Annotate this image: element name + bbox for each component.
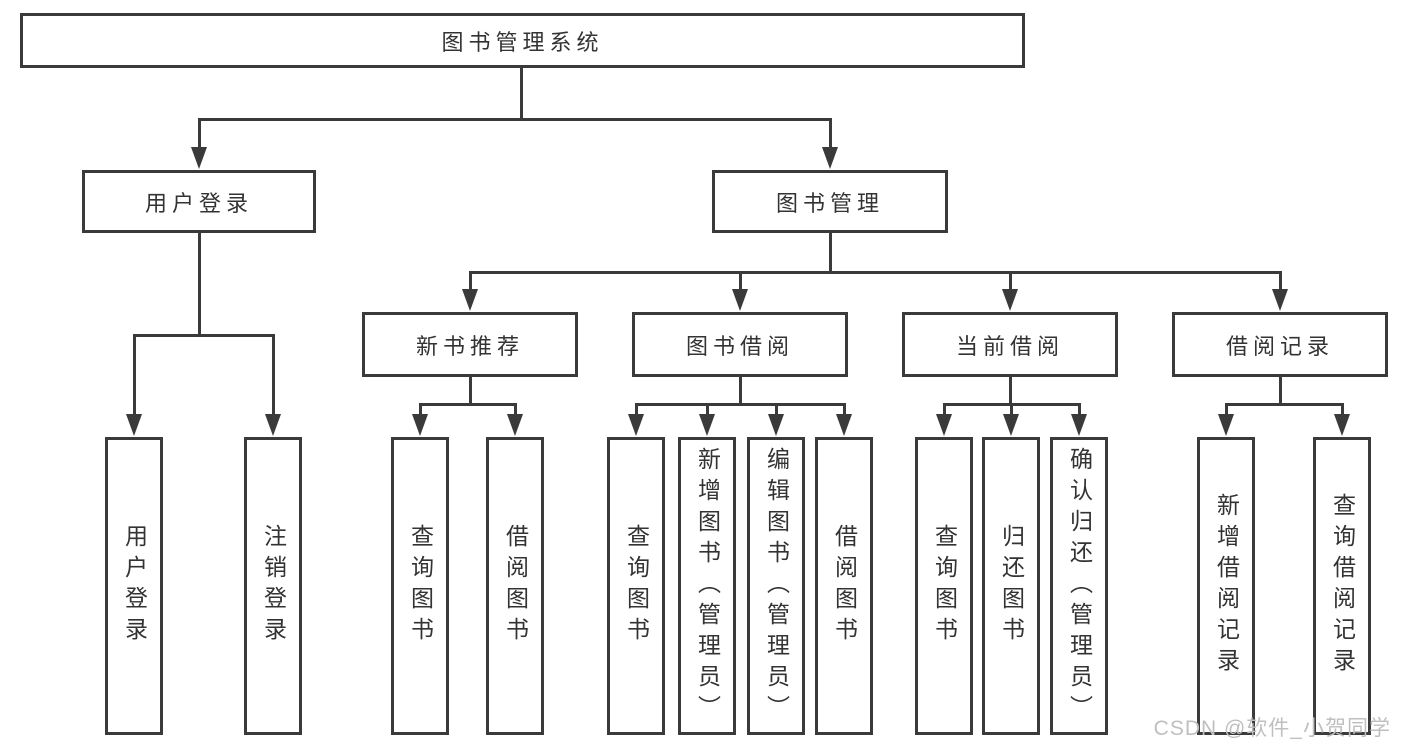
leaf-add-books-admin: 新增图书（管理员） — [678, 437, 736, 735]
arrowhead-icon — [1003, 414, 1019, 436]
arrowhead-icon — [462, 289, 478, 311]
connector-line — [738, 271, 742, 296]
node-label: 查询图书 — [407, 524, 434, 648]
leaf-edit-books-admin: 编辑图书（管理员） — [747, 437, 805, 735]
arrowhead-icon — [265, 414, 281, 436]
node-label: 归还图书 — [998, 524, 1025, 648]
arrowhead-icon — [936, 414, 952, 436]
arrowhead-icon — [1218, 414, 1234, 436]
leaf-query-borrow-record: 查询借阅记录 — [1313, 437, 1371, 735]
connector-line — [705, 403, 709, 421]
leaf-logout: 注销登录 — [244, 437, 302, 735]
connector-line — [1008, 271, 1012, 296]
leaf-borrow-books: 借阅图书 — [815, 437, 873, 735]
node-label: 注销登录 — [260, 524, 287, 648]
leaf-query-books-borrowing: 查询图书 — [607, 437, 665, 735]
node-label: 新书推荐 — [415, 333, 524, 359]
node-label: 查询图书 — [623, 524, 650, 648]
arrowhead-icon — [836, 414, 852, 436]
connector-line — [418, 403, 517, 406]
node-label: 用户登录 — [121, 524, 148, 648]
connector-line — [468, 375, 472, 406]
connector-line — [520, 68, 523, 121]
node-label: 图书借阅 — [685, 333, 794, 359]
arrowhead-icon — [412, 414, 428, 436]
connector-line — [418, 403, 422, 421]
leaf-confirm-return-admin: 确认归还（管理员） — [1050, 437, 1108, 735]
arrowhead-icon — [732, 289, 748, 311]
connector-line — [468, 271, 472, 296]
node-borrowing-records: 借阅记录 — [1172, 312, 1388, 377]
connector-line — [1224, 403, 1344, 406]
leaf-return-books: 归还图书 — [982, 437, 1040, 735]
node-book-borrowing: 图书借阅 — [632, 312, 848, 377]
connector-line — [1224, 403, 1228, 421]
connector-line — [513, 403, 517, 421]
connector-line — [1008, 375, 1012, 406]
node-current-borrowing: 当前借阅 — [902, 312, 1118, 377]
connector-line — [942, 403, 946, 421]
connector-line — [271, 334, 275, 420]
node-label: 新增借阅记录 — [1213, 493, 1240, 679]
arrowhead-icon — [768, 414, 784, 436]
connector-line — [828, 118, 832, 154]
connector-line — [634, 403, 846, 406]
connector-line — [1077, 403, 1081, 421]
connector-line — [197, 231, 201, 337]
connector-line — [197, 118, 201, 154]
node-book-management: 图书管理 — [712, 170, 948, 233]
arrowhead-icon — [1334, 414, 1350, 436]
node-label: 图书管理 — [775, 190, 884, 216]
node-label: 新增图书（管理员） — [694, 446, 721, 726]
arrowhead-icon — [822, 147, 838, 169]
node-user-login: 用户登录 — [82, 170, 316, 233]
node-label: 图书管理系统 — [441, 29, 604, 55]
leaf-add-borrow-record: 新增借阅记录 — [1197, 437, 1255, 735]
arrowhead-icon — [1071, 414, 1087, 436]
connector-line — [1278, 271, 1282, 296]
arrowhead-icon — [1002, 289, 1018, 311]
node-root-system: 图书管理系统 — [20, 13, 1025, 68]
connector-line — [1340, 403, 1344, 421]
connector-line — [828, 231, 832, 274]
connector-line — [738, 375, 742, 406]
node-label: 编辑图书（管理员） — [763, 446, 790, 726]
arrowhead-icon — [507, 414, 523, 436]
node-label: 当前借阅 — [955, 333, 1064, 359]
connector-line — [842, 403, 846, 421]
connector-line — [198, 118, 832, 121]
arrowhead-icon — [628, 414, 644, 436]
connector-line — [774, 403, 778, 421]
leaf-user-login: 用户登录 — [105, 437, 163, 735]
connector-line — [1278, 375, 1282, 406]
node-label: 确认归还（管理员） — [1066, 446, 1093, 726]
arrowhead-icon — [699, 414, 715, 436]
node-label: 借阅图书 — [502, 524, 529, 648]
arrowhead-icon — [1272, 289, 1288, 311]
connector-line — [1009, 403, 1013, 421]
leaf-query-books-current: 查询图书 — [915, 437, 973, 735]
node-label: 借阅图书 — [831, 524, 858, 648]
arrowhead-icon — [126, 414, 142, 436]
node-label: 查询借阅记录 — [1329, 493, 1356, 679]
node-label: 用户登录 — [144, 190, 253, 216]
watermark: CSDN @软件_小贺同学 — [1153, 717, 1391, 740]
connector-line — [132, 334, 275, 337]
connector-line — [132, 334, 136, 420]
connector-line — [634, 403, 638, 421]
node-label: 查询图书 — [931, 524, 958, 648]
arrowhead-icon — [191, 147, 207, 169]
leaf-borrow-books-recommend: 借阅图书 — [486, 437, 544, 735]
leaf-query-books-recommend: 查询图书 — [391, 437, 449, 735]
node-new-book-recommendation: 新书推荐 — [362, 312, 578, 377]
node-label: 借阅记录 — [1225, 333, 1334, 359]
connector-line — [468, 271, 1282, 274]
